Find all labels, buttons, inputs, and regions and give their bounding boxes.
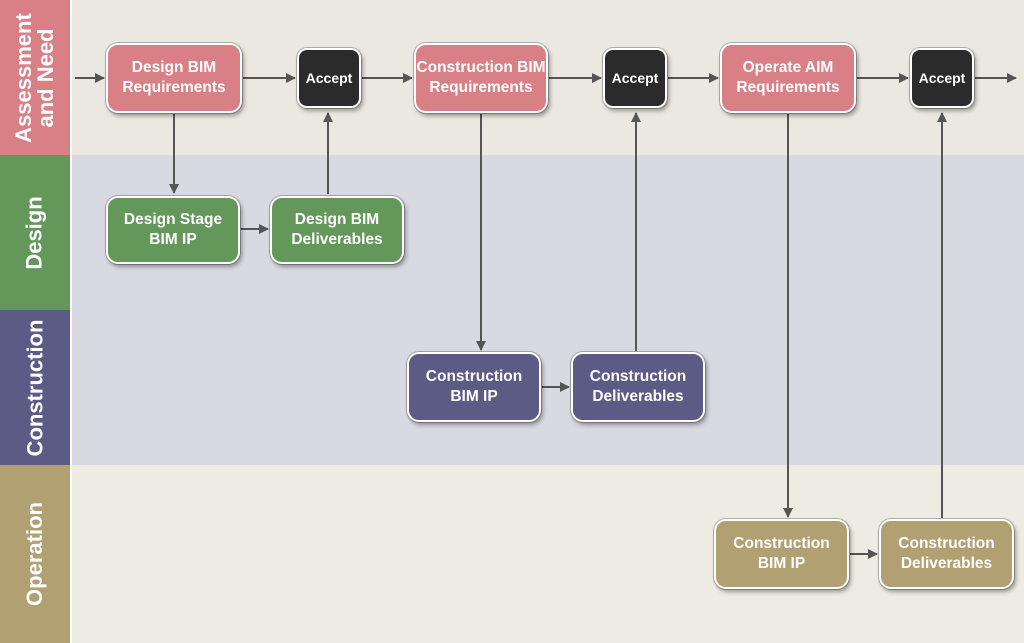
accept-node-3: Accept	[910, 48, 974, 108]
design-bim-deliverables-node: Design BIM Deliverables	[270, 196, 404, 264]
lane-label-assessment: Assessment and Need	[0, 0, 70, 155]
lane-label-design: Design	[0, 155, 70, 310]
accept-node-2: Accept	[603, 48, 667, 108]
design-stage-bim-ip-node: Design Stage BIM IP	[106, 196, 240, 264]
lane-label-construction: Construction	[0, 310, 70, 465]
design-bim-requirements-node: Design BIM Requirements	[106, 43, 242, 113]
accept-node-1: Accept	[297, 48, 361, 108]
lane-label-operation: Operation	[0, 465, 70, 643]
construction-deliverables-node: Construction Deliverables	[571, 352, 705, 422]
construction-bim-ip-node: Construction BIM IP	[407, 352, 541, 422]
operate-aim-requirements-node: Operate AIM Requirements	[720, 43, 856, 113]
construction-bim-requirements-node: Construction BIM Requirements	[414, 43, 548, 113]
operation-construction-bim-ip-node: Construction BIM IP	[714, 519, 849, 589]
operation-construction-deliverables-node: Construction Deliverables	[879, 519, 1014, 589]
